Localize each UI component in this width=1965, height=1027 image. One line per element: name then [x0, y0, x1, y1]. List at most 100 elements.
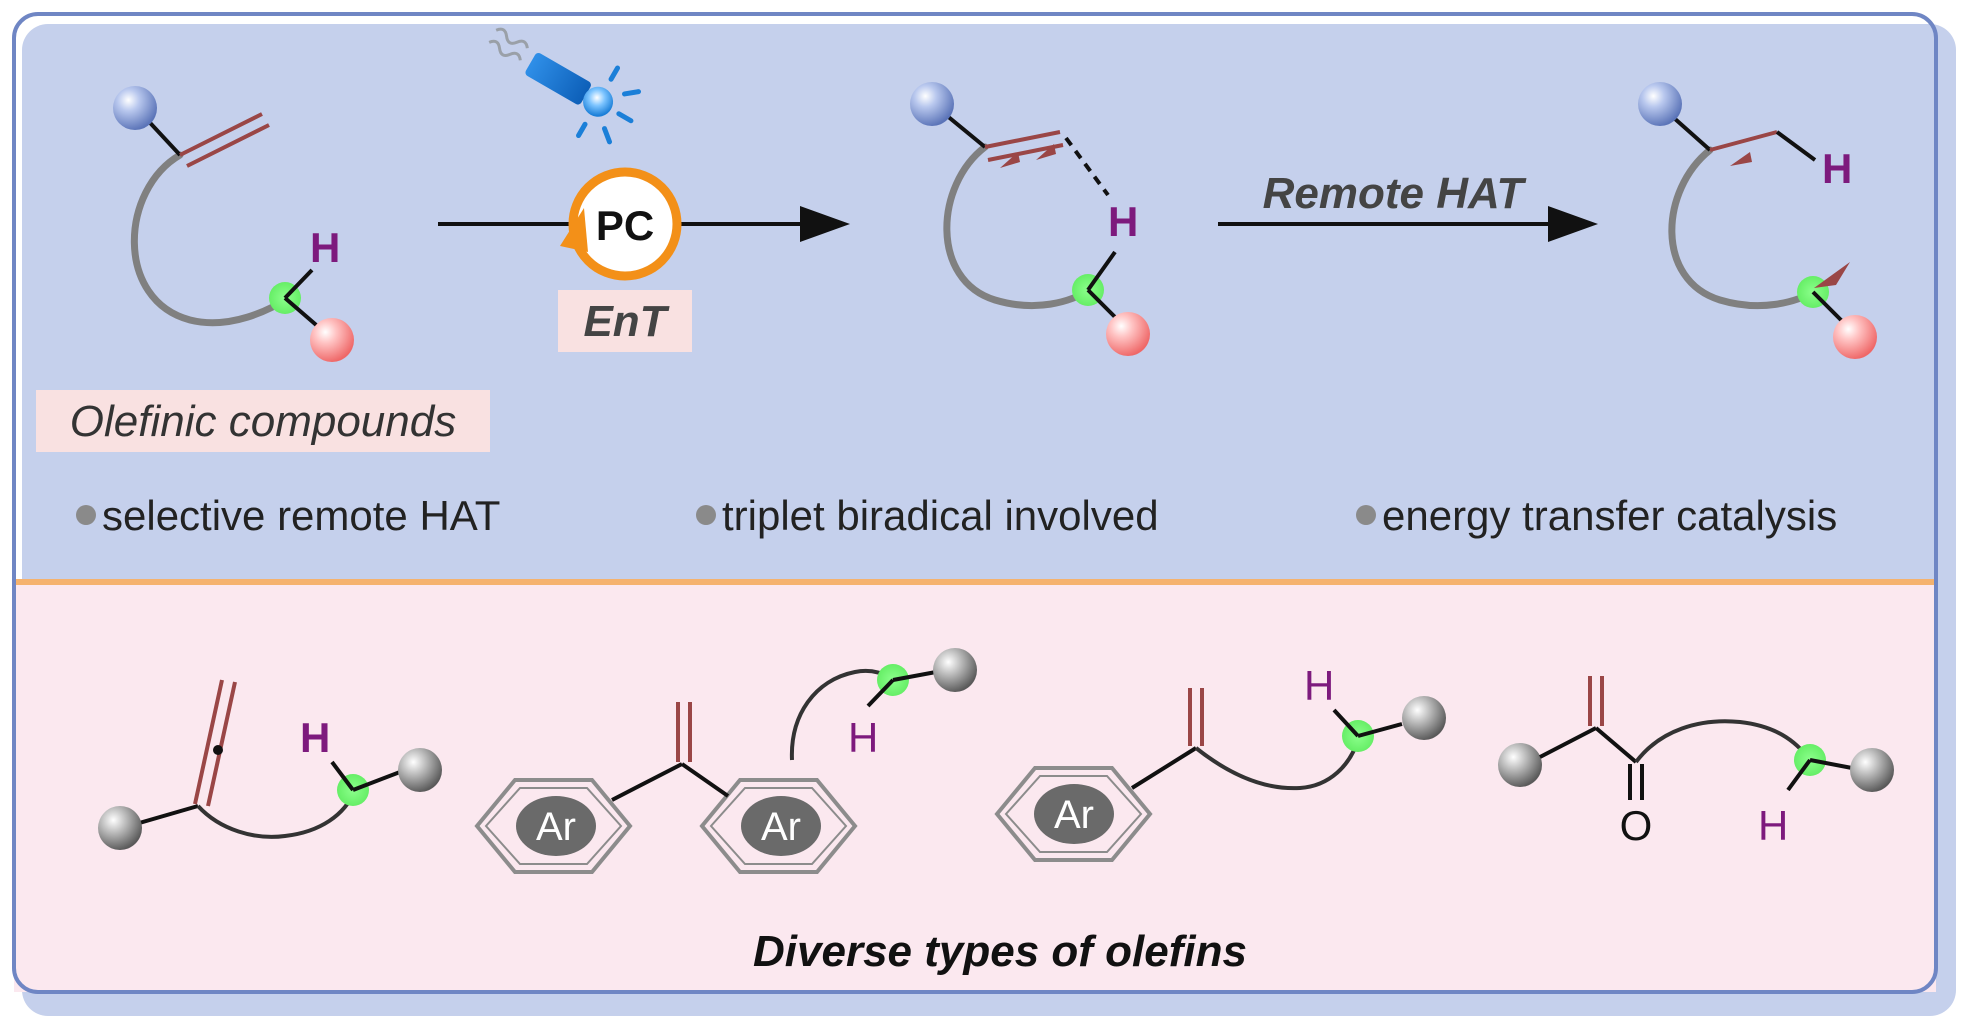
double-bond-line-b	[186, 123, 270, 168]
substituent-bond	[1539, 726, 1597, 759]
remote-hat-step: Remote HAT	[1218, 169, 1598, 242]
radical-half-arrow-2	[1814, 262, 1850, 288]
red-substituent-ball	[1106, 312, 1150, 356]
bullet-icon	[696, 505, 716, 525]
feature-item-3: energy transfer catalysis	[1382, 492, 1837, 539]
reaction-arrow-1-head	[800, 206, 850, 242]
product-biradical: H	[1638, 82, 1877, 359]
radical-half-arrow-2	[1036, 144, 1056, 160]
aryl-ring-3-inner	[1004, 775, 1143, 853]
carbon-chain	[943, 143, 1097, 309]
red-substituent-ball	[310, 318, 354, 362]
gray-substituent-ball	[98, 806, 142, 850]
aryl-ellipse-3	[1034, 784, 1114, 844]
aryl-ellipse-2	[741, 796, 821, 856]
hydrogen-label: H	[310, 224, 340, 271]
carbon-chain	[130, 151, 294, 327]
remote-hat-label: Remote HAT	[1263, 169, 1527, 218]
carbon-chain	[196, 789, 357, 839]
olefinic-label-box	[36, 390, 490, 452]
light-ray-icons	[576, 65, 642, 145]
substituent-bond-2	[1357, 722, 1403, 738]
hydrogen-label: H	[1108, 198, 1138, 245]
olefinic-label-group: Olefinic compounds	[36, 390, 490, 452]
radical-half-arrow-1	[1730, 152, 1752, 166]
ch-bond	[1332, 708, 1360, 738]
catalyst-label: PC	[596, 202, 654, 249]
aryl-ring-3	[994, 766, 1153, 862]
ch-bond	[1786, 758, 1812, 792]
olefin-type-3: Ar H	[994, 662, 1446, 862]
triplet-intermediate: H	[910, 82, 1150, 356]
hydrogen-label: H	[300, 714, 330, 761]
ch-bond	[330, 760, 355, 792]
feature-item-2: triplet biradical involved	[722, 492, 1159, 539]
ch-bond	[1086, 250, 1117, 292]
substituent-bond-2	[352, 770, 401, 792]
carbon-chain	[1194, 739, 1360, 791]
ar-label-3: Ar	[1054, 793, 1094, 837]
starting-olefin: H	[113, 86, 354, 362]
olefin-type-1: H	[98, 679, 442, 850]
gray-substituent-ball	[1402, 696, 1446, 740]
gray-substituent-ball	[933, 648, 977, 692]
aryl-link-bond-2	[680, 762, 730, 798]
ar-label-2: Ar	[761, 805, 801, 849]
substituent-bond-2	[892, 670, 937, 682]
gray-substituent-ball	[1498, 743, 1542, 787]
olefinic-label: Olefinic compounds	[70, 397, 456, 446]
hydrogen-label: H	[1758, 802, 1788, 849]
radical-half-arrow-1	[1000, 152, 1020, 168]
substituent-bond-2	[1811, 290, 1847, 326]
ent-label-box	[558, 290, 692, 352]
aryl-link-bond	[1130, 746, 1198, 790]
lamp-body	[525, 52, 591, 105]
radical-dot	[213, 745, 223, 755]
feature-item-1: selective remote HAT	[102, 492, 500, 539]
blue-substituent-ball	[1638, 82, 1682, 126]
hydrogen-label: H	[848, 714, 878, 761]
bottom-title: Diverse types of olefins	[753, 927, 1247, 976]
catalyst-ring-bg	[573, 172, 677, 276]
light-lamp-icon	[488, 27, 642, 145]
double-bond-line-a	[984, 130, 1061, 149]
aryl-ring-2	[699, 778, 858, 874]
ch-bond	[866, 678, 895, 708]
aryl-ring-1	[474, 778, 633, 874]
catalyst-ring	[568, 167, 682, 281]
aryl-ring-2-inner	[709, 787, 848, 865]
gray-substituent-ball	[398, 748, 442, 792]
reaction-arrow-2-head	[1548, 206, 1598, 242]
feature-list: selective remote HAT triplet biradical i…	[76, 492, 1837, 539]
red-substituent-ball	[1833, 315, 1877, 359]
aryl-ring-1-inner	[484, 787, 623, 865]
blue-substituent-ball	[113, 86, 157, 130]
olefin-type-4: O H	[1498, 676, 1894, 849]
substituent-bond-2	[283, 296, 324, 332]
ch2-h-bond	[1775, 130, 1817, 162]
lamp-cord	[488, 27, 529, 61]
bullet-icon	[1356, 505, 1376, 525]
olefin-type-2: Ar Ar H	[474, 648, 977, 874]
oxygen-label: O	[1620, 802, 1653, 849]
substituent-bond-2	[1809, 758, 1853, 770]
hat-dashed-bond	[1064, 136, 1110, 197]
bullet-icon	[76, 505, 96, 525]
gray-substituent-ball	[1850, 748, 1894, 792]
carbon-chain	[1634, 719, 1812, 764]
ent-label: EnT	[583, 297, 669, 346]
frame	[12, 12, 1956, 1016]
carbon-chain	[1668, 146, 1822, 310]
aryl-link-bond-1	[611, 762, 683, 802]
catalysis-step: PC EnT	[438, 27, 850, 352]
ch2-bond-a	[1709, 130, 1778, 152]
hydrogen-label: H	[1822, 145, 1852, 192]
double-bond-line-a	[179, 112, 263, 157]
blue-substituent-ball	[910, 82, 954, 126]
ar-label-1: Ar	[536, 805, 576, 849]
catalyst-ring-arrowhead	[560, 208, 588, 252]
bottom-panel	[14, 582, 1936, 992]
ch-bond	[283, 268, 314, 300]
carbonyl-link-bond	[1594, 726, 1638, 764]
